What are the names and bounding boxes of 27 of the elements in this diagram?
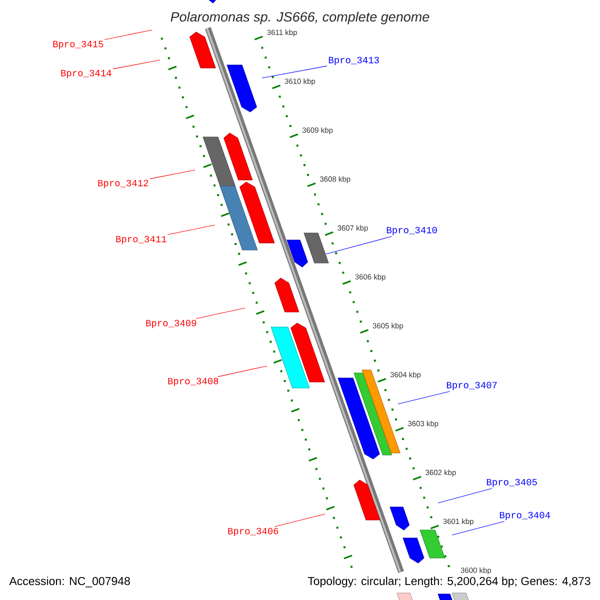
gene-label: Bpro_3411 [116,236,166,244]
gene-label: Bpro_3412 [98,180,148,188]
leader-line [438,488,492,504]
leader-line [274,514,326,527]
leader-line [262,66,328,78]
leader-line [398,391,450,404]
gene-label: Bpro_3404 [500,512,550,520]
gene-label: Bpro_3413 [328,56,379,66]
gene-label: Bpro_3405 [486,478,537,488]
leader-line [104,30,152,40]
leader-line [452,521,505,536]
gene-label: Bpro_3410 [386,226,437,236]
leader-line [150,170,196,180]
gene-label: Bpro_3414 [61,70,112,78]
leader-line [112,60,160,70]
genome-info-text: Topology: circular; Length: 5,200,264 bp; Genes: 4,873 [308,576,590,588]
leader-line [326,236,392,254]
leader-line [196,308,246,319]
gene-label: Bpro_3415 [53,40,104,50]
gene-label: Bpro_3408 [168,378,218,386]
gene-label: Bpro_3407 [446,382,497,390]
accession-text: Accession: NC_007948 [9,576,130,588]
title: Polaromonas sp. JS666, complete genome [170,12,430,24]
leader-line [167,224,216,235]
gene-label: Bpro_3406 [228,528,278,536]
gene-label: Bpro_3409 [146,320,196,328]
leader-line [218,366,268,377]
